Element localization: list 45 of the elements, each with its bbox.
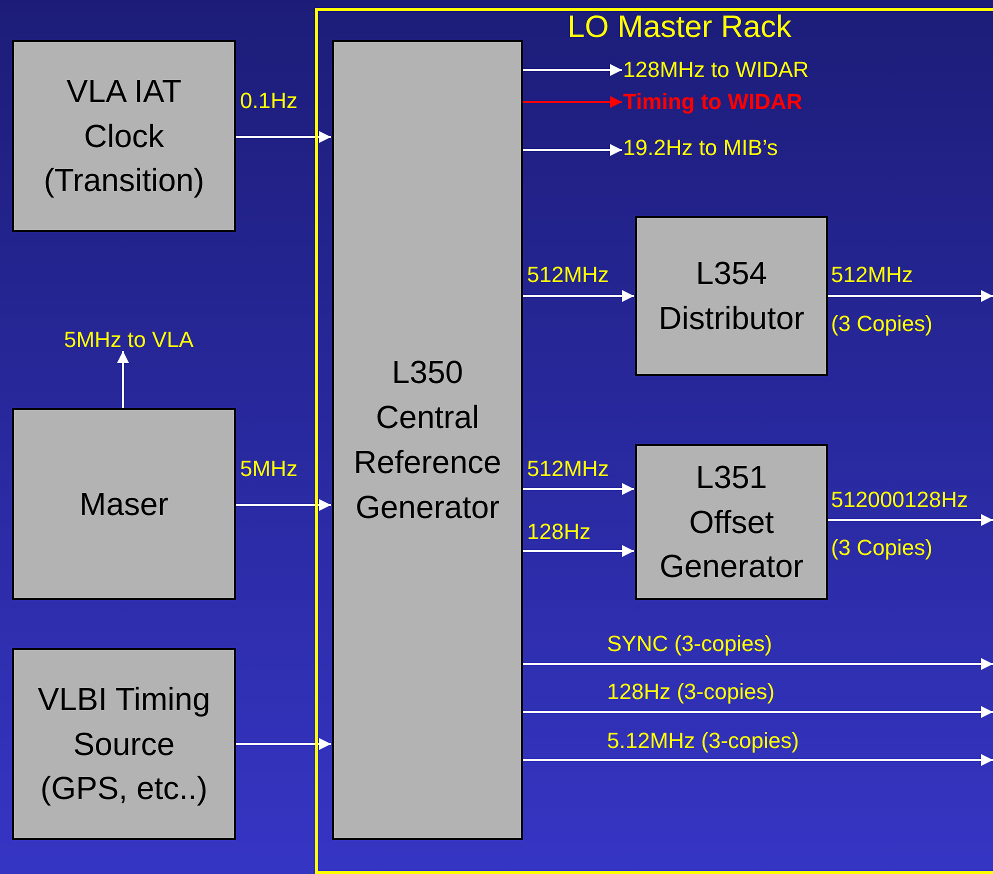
edge-label: 512MHz	[831, 264, 913, 286]
rack-outline	[315, 8, 993, 874]
edge-label: 128Hz (3-copies)	[607, 681, 775, 703]
arrow	[236, 499, 331, 511]
arrow	[523, 96, 622, 108]
distributor-box	[635, 216, 828, 376]
arrow	[523, 706, 993, 718]
edge-label: 128Hz	[527, 521, 591, 543]
edge-label: 0.1Hz	[240, 90, 298, 112]
arrow	[236, 738, 331, 750]
output-label: 128MHz to WIDAR	[623, 59, 809, 81]
box-label: VLBI Timing Source (GPS, etc..)	[36, 680, 212, 808]
output-label: Timing to WIDAR	[623, 91, 802, 113]
arrow	[523, 64, 622, 76]
arrow	[523, 483, 634, 495]
clock-box	[12, 40, 236, 232]
generator-box	[332, 40, 523, 840]
box-label: L351 Offset Generator	[658, 458, 805, 586]
edge-label: 512MHz	[527, 458, 609, 480]
box-label: Maser	[80, 484, 168, 524]
timing-source-box	[12, 648, 236, 840]
box-label: L354 Distributor	[658, 254, 806, 338]
arrow	[828, 514, 993, 526]
output-label: 19.2Hz to MIB’s	[623, 137, 778, 159]
arrow	[523, 144, 622, 156]
arrow	[523, 658, 993, 670]
arrow	[523, 545, 634, 557]
edge-label: 512000128Hz	[831, 489, 968, 511]
edge-label: 5MHz	[240, 458, 298, 480]
arrow	[236, 131, 331, 143]
box-label: L350 Central Reference Generator	[352, 353, 502, 527]
arrow	[828, 290, 993, 302]
box-label: VLA IAT Clock (Transition)	[42, 72, 206, 200]
note-label: (3 Copies)	[831, 313, 932, 335]
offset-generator-box	[635, 444, 828, 600]
edge-label: 512MHz	[527, 264, 609, 286]
maser-box	[12, 408, 236, 600]
edge-label: 5.12MHz (3-copies)	[607, 730, 799, 752]
arrow	[523, 290, 634, 302]
arrow	[117, 351, 129, 408]
output-label: 5MHz to VLA	[64, 329, 194, 351]
arrow	[523, 754, 993, 766]
edge-label: SYNC (3-copies)	[607, 633, 772, 655]
note-label: (3 Copies)	[831, 537, 932, 559]
rack-title: LO Master Rack	[566, 11, 792, 42]
